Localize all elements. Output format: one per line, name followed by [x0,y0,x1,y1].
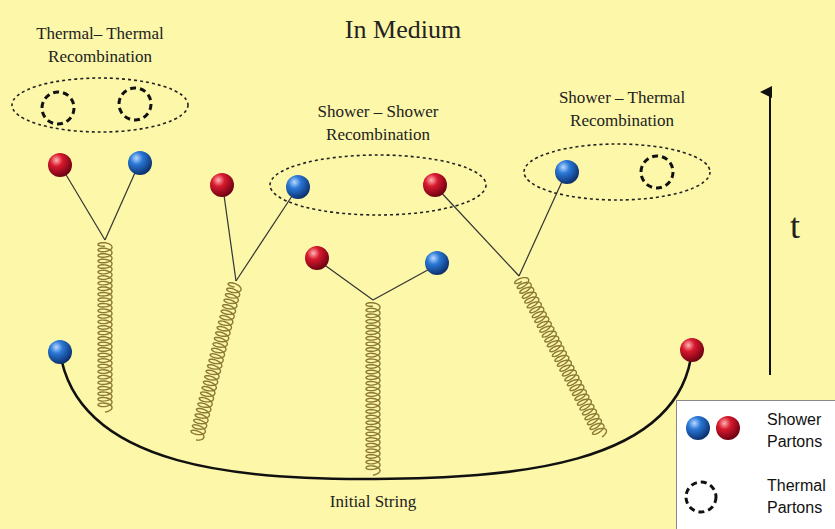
shower-partons [48,151,704,364]
string-label: Initial String [330,492,416,512]
recombination-ellipse: Shower – Shower Recombination [268,100,488,218]
gluon-spring [98,243,112,412]
recombination-label: Shower – Thermal Recombination [547,86,697,132]
legend-row: Shower Partons [677,409,835,453]
gluon-spring [515,278,607,437]
legend-sample [677,409,767,459]
diagram-title: In Medium [345,15,461,45]
recombination-label: Shower – Shower Recombination [303,100,453,146]
legend-box: Shower PartonsThermal Partons [676,400,835,529]
recombination-ellipse: Thermal– Thermal Recombination [10,22,190,135]
recombination-label: Thermal– Thermal Recombination [25,22,175,68]
gluon-spring [191,283,241,440]
time-arrow [769,92,771,375]
recombination-ellipse: Shower – Thermal Recombination [522,86,722,202]
legend-text: Thermal Partons [767,475,833,519]
gluon-spring [366,303,380,475]
parton-lines [62,166,565,300]
legend-row: Thermal Partons [677,475,835,519]
legend-text: Shower Partons [767,409,833,453]
gluon-springs [98,243,607,475]
legend-sample [677,475,767,525]
time-label: t [790,205,800,247]
